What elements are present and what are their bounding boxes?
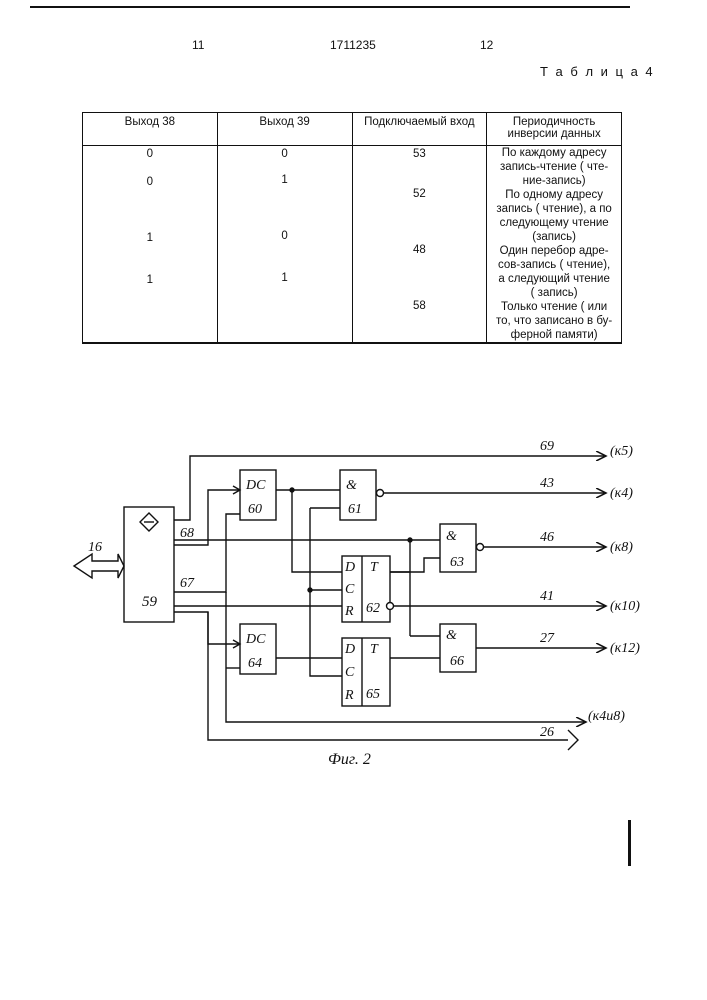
label-t-62: T xyxy=(370,560,379,575)
table-header: Выход 38 xyxy=(83,113,218,146)
pin-d-62: D xyxy=(344,560,355,575)
table-cell-periodicity: По каждому адресу запись-чтение ( чте- н… xyxy=(487,146,622,344)
table-header: Периодичность инверсии данных xyxy=(487,113,622,146)
bus-16-arrow xyxy=(74,554,124,578)
label-wire-41: 41 xyxy=(540,589,554,604)
cell-value: 58 xyxy=(353,300,487,312)
inverter-63 xyxy=(477,544,484,551)
bus-26-arrow xyxy=(568,730,578,750)
label-t-65: T xyxy=(370,642,379,657)
cell-value: 1 xyxy=(218,174,352,186)
dest-k10: (к10) xyxy=(610,599,640,614)
periodicity-line: то, что записано в бу- xyxy=(487,314,621,328)
table-header: Подключаемый вход xyxy=(352,113,487,146)
periodicity-line: следующему чтение xyxy=(487,216,621,230)
periodicity-line: сов-запись ( чтение), xyxy=(487,258,621,272)
cell-value: 1 xyxy=(218,272,352,284)
label-63: 63 xyxy=(450,555,464,570)
data-table: Выход 38 Выход 39 Подключаемый вход Пери… xyxy=(82,112,622,344)
label-65: 65 xyxy=(366,687,380,702)
dest-k5: (к5) xyxy=(610,444,633,459)
figure-caption: Фиг. 2 xyxy=(328,751,371,768)
table-cell-input: 53 52 48 58 xyxy=(352,146,487,344)
circuit-diagram: 59 DC 60 & 61 D C R T 62 & 63 DC 64 D C … xyxy=(0,420,707,780)
patent-number: 1711235 xyxy=(330,38,376,52)
cell-value: 52 xyxy=(353,188,487,200)
top-rule xyxy=(30,6,630,8)
pin-r-62: R xyxy=(344,604,354,619)
label-wire-43: 43 xyxy=(540,476,554,491)
table-header: Выход 39 xyxy=(217,113,352,146)
cell-value: 1 xyxy=(83,232,217,244)
label-wire-26: 26 xyxy=(540,725,554,740)
page-number-left: 11 xyxy=(192,38,204,52)
label-wire-67: 67 xyxy=(180,576,195,591)
label-66: 66 xyxy=(450,654,464,669)
periodicity-line: По одному адресу xyxy=(487,188,621,202)
label-dc64: DC xyxy=(245,632,266,647)
label-wire-16: 16 xyxy=(88,540,102,555)
dest-k12: (к12) xyxy=(610,641,640,656)
periodicity-line: (запись) xyxy=(487,230,621,244)
pin-d-65: D xyxy=(344,642,355,657)
label-wire-69: 69 xyxy=(540,439,554,454)
label-60: 60 xyxy=(248,502,262,517)
label-wire-27: 27 xyxy=(540,631,555,646)
wire-k4i8 xyxy=(226,592,586,722)
label-64: 64 xyxy=(248,656,262,671)
periodicity-line: Один перебор адре- xyxy=(487,244,621,258)
cell-value: 53 xyxy=(353,148,487,160)
label-block-59: 59 xyxy=(142,594,158,610)
label-62: 62 xyxy=(366,601,380,616)
label-dc60: DC xyxy=(245,478,266,493)
periodicity-line: Только чтение ( или xyxy=(487,300,621,314)
label-and63: & xyxy=(446,529,457,544)
table-cell-output39: 0 1 0 1 xyxy=(217,146,352,344)
label-and61: & xyxy=(346,478,357,493)
table-row: 0 0 1 1 0 1 0 1 53 52 48 58 По к xyxy=(83,146,622,344)
cell-value: 0 xyxy=(83,148,217,160)
label-wire-68: 68 xyxy=(180,526,194,541)
table-header-row: Выход 38 Выход 39 Подключаемый вход Пери… xyxy=(83,113,622,146)
periodicity-line: По каждому адресу xyxy=(487,146,621,160)
cell-value: 0 xyxy=(83,176,217,188)
periodicity-line: ферной памяти) xyxy=(487,328,621,342)
cell-value: 1 xyxy=(83,274,217,286)
label-wire-46: 46 xyxy=(540,530,554,545)
table-cell-output38: 0 0 1 1 xyxy=(83,146,218,344)
periodicity-line: запись ( чтение), а по xyxy=(487,202,621,216)
dest-k4: (к4) xyxy=(610,486,633,501)
table-title: Т а б л и ц а 4 xyxy=(540,64,655,79)
cell-value: 0 xyxy=(218,230,352,242)
cell-value: 48 xyxy=(353,244,487,256)
page-number-right: 12 xyxy=(480,38,493,52)
periodicity-line: запись-чтение ( чте- xyxy=(487,160,621,174)
dest-k8: (к8) xyxy=(610,540,633,555)
pin-c-62: C xyxy=(345,582,355,597)
cell-value: 0 xyxy=(218,148,352,160)
pin-r-65: R xyxy=(344,688,354,703)
pin-c-65: C xyxy=(345,665,355,680)
inverter-61 xyxy=(377,490,384,497)
label-61: 61 xyxy=(348,502,362,517)
label-and66: & xyxy=(446,628,457,643)
inverter-62 xyxy=(387,603,394,610)
dest-k4i8: (к4и8) xyxy=(588,709,625,724)
periodicity-line: а следующий чтение xyxy=(487,272,621,286)
periodicity-line: ние-запись) xyxy=(487,174,621,188)
periodicity-line: ( запись) xyxy=(487,286,621,300)
margin-mark xyxy=(628,820,631,866)
